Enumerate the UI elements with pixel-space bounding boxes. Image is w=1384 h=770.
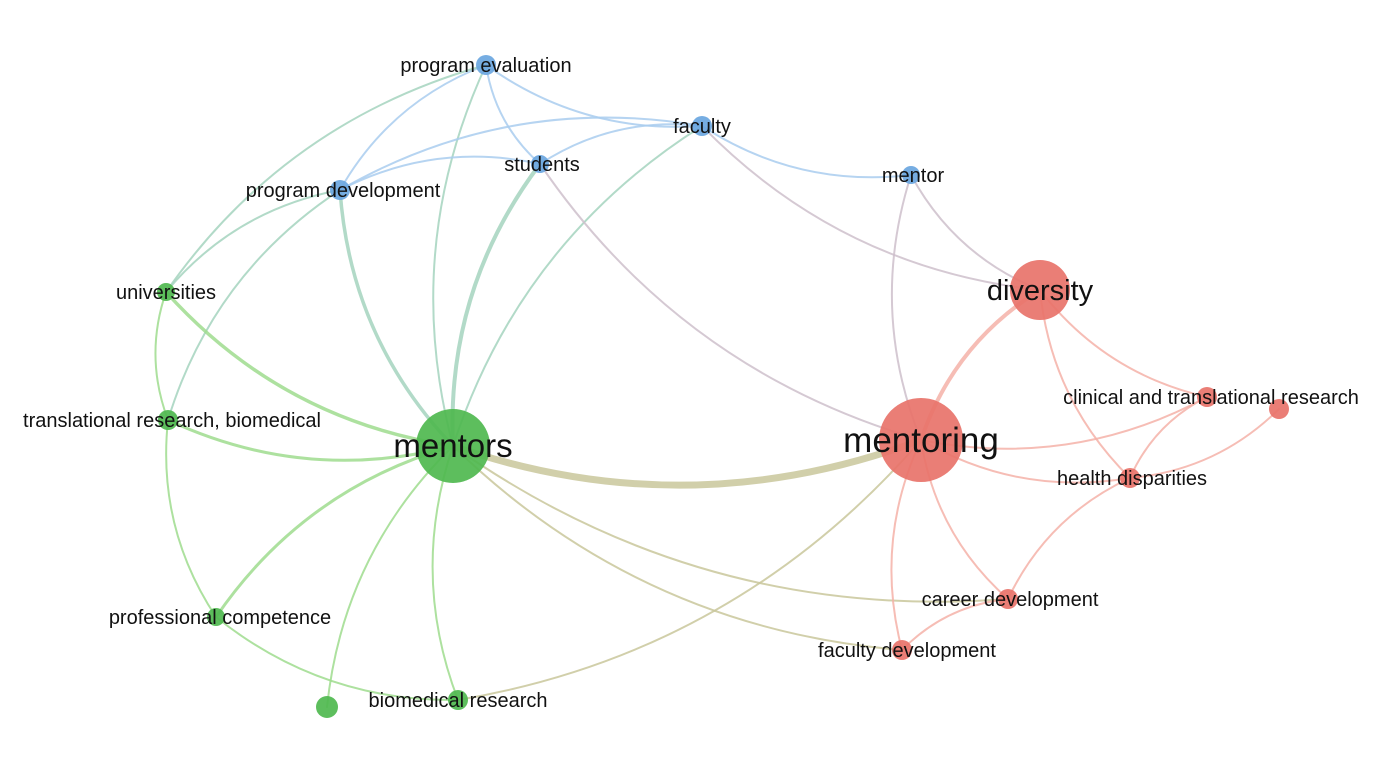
label-students: students xyxy=(504,154,580,176)
node-health-disparities[interactable] xyxy=(1120,468,1140,488)
edge-faculty-mentor xyxy=(701,125,912,179)
label-professional-competence: professional competence xyxy=(109,607,331,629)
edge-mentors-professional-competence xyxy=(214,444,455,619)
node-universities[interactable] xyxy=(157,283,175,301)
node-career-development[interactable] xyxy=(998,589,1018,609)
node-students[interactable] xyxy=(531,155,549,173)
node-unlabeled-green[interactable] xyxy=(316,696,338,718)
edge-faculty-mentors xyxy=(452,125,703,447)
label-translational-research-biomedical: translational research, biomedical xyxy=(23,410,321,432)
edge-layer xyxy=(154,64,1280,708)
node-faculty[interactable] xyxy=(692,116,712,136)
edge-health-disparities-unlabeled-red xyxy=(1129,408,1280,479)
label-career-development: career development xyxy=(922,589,1099,611)
edge-students-mentors xyxy=(450,162,542,448)
label-mentor: mentor xyxy=(882,165,945,187)
edge-program-evaluation-students xyxy=(485,64,541,165)
edge-health-disparities-career-development xyxy=(1007,477,1131,600)
label-mentors: mentors xyxy=(393,427,512,464)
edge-faculty-students xyxy=(539,123,703,165)
label-biomedical-research: biomedical research xyxy=(369,690,548,712)
label-program-evaluation: program evaluation xyxy=(400,55,571,77)
edge-students-mentoring xyxy=(539,163,922,441)
edge-program-development-universities xyxy=(165,189,341,293)
edge-program-development-translational-research-biomedical xyxy=(167,189,341,421)
label-health-disparities: health disparities xyxy=(1057,468,1207,490)
node-clinical-and-translational-research[interactable] xyxy=(1197,387,1217,407)
edge-translational-research-biomedical-mentors xyxy=(166,418,455,462)
edge-students-program-development xyxy=(339,155,541,191)
label-layer: program evaluation faculty students program… xyxy=(23,55,1359,712)
edge-mentors-unlabeled-green xyxy=(326,445,454,708)
node-diversity[interactable] xyxy=(1010,260,1070,320)
edge-universities-mentors xyxy=(164,290,455,448)
edge-biomedical-research-mentoring xyxy=(457,439,922,701)
edge-mentors-career-development xyxy=(452,445,1009,603)
edge-faculty-program-development xyxy=(339,116,703,191)
edge-mentors-mentoring xyxy=(449,436,925,489)
node-mentor[interactable] xyxy=(902,166,920,184)
node-professional-competence[interactable] xyxy=(207,608,225,626)
edge-mentors-faculty-development xyxy=(452,445,903,651)
edge-program-evaluation-faculty xyxy=(485,64,703,128)
edge-universities-translational-research-biomedical xyxy=(154,291,169,421)
edge-faculty-diversity xyxy=(701,125,1041,291)
edge-professional-competence-biomedical-research xyxy=(215,616,459,702)
label-program-development: program development xyxy=(246,180,441,202)
edge-program-development-mentors xyxy=(338,188,455,448)
label-universities: universities xyxy=(116,282,216,304)
node-program-evaluation[interactable] xyxy=(476,55,496,75)
edge-program-evaluation-mentors xyxy=(432,64,487,447)
node-unlabeled-red[interactable] xyxy=(1269,399,1289,419)
node-translational-research-biomedical[interactable] xyxy=(158,410,178,430)
node-layer xyxy=(157,55,1289,718)
node-biomedical-research[interactable] xyxy=(448,690,468,710)
edge-translational-research-biomedical-professional-competence xyxy=(165,419,217,618)
label-faculty: faculty xyxy=(673,116,731,138)
edge-program-evaluation-universities xyxy=(165,64,487,293)
node-faculty-development[interactable] xyxy=(892,640,912,660)
label-faculty-development: faculty development xyxy=(818,640,996,662)
label-diversity: diversity xyxy=(987,275,1094,307)
edge-career-development-faculty-development xyxy=(901,598,1009,651)
edge-clinical-and-translational-research-health-disparities xyxy=(1129,396,1208,479)
node-program-development[interactable] xyxy=(330,180,350,200)
label-mentoring: mentoring xyxy=(843,421,999,460)
edge-mentors-biomedical-research xyxy=(431,445,459,701)
node-mentoring[interactable] xyxy=(879,398,963,482)
node-mentors[interactable] xyxy=(416,409,490,483)
edge-diversity-health-disparities xyxy=(1039,289,1131,479)
edge-program-evaluation-program-development xyxy=(339,64,487,191)
label-clinical-and-translational-research: clinical and translational research xyxy=(1063,387,1359,409)
